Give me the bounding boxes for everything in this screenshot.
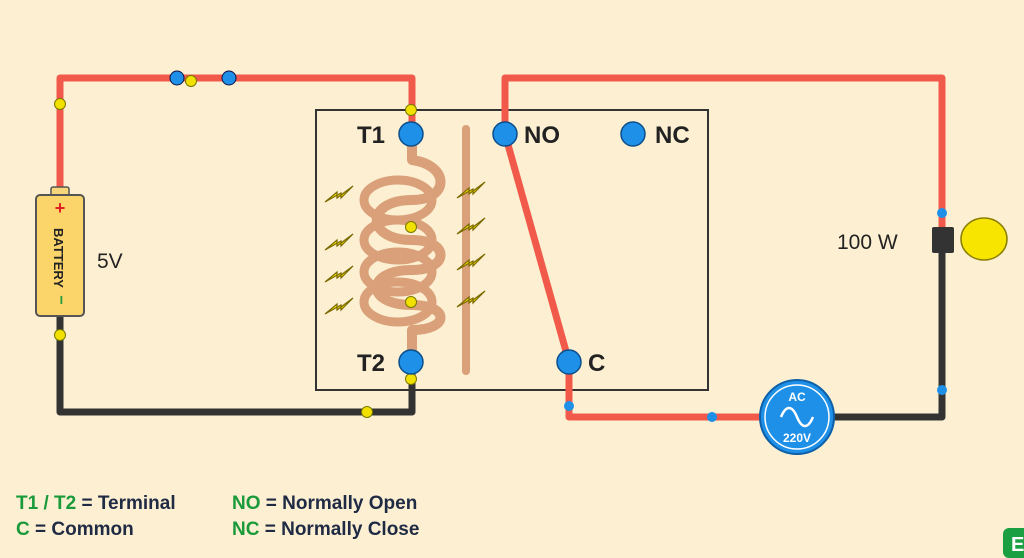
relay-terminals — [398, 121, 646, 375]
load-wire-return — [832, 252, 946, 421]
junction-dot — [405, 373, 417, 385]
ac-source: AC 220V — [759, 379, 835, 455]
load-circuit-wires — [501, 74, 946, 421]
lamp-socket — [932, 227, 954, 253]
coil-winding — [371, 155, 446, 335]
junction-dot — [405, 104, 417, 116]
lamp-power: 100 W — [837, 231, 898, 254]
junction-dot — [54, 98, 66, 110]
legend: T1 / T2 = Terminal C = Common NO = Norma… — [16, 493, 419, 540]
battery-label: BATTERY — [51, 228, 66, 288]
control-wire-negative — [56, 316, 416, 416]
lightning-icon — [324, 297, 354, 315]
iron-core — [462, 125, 470, 375]
lightning-icon — [456, 217, 486, 235]
terminal-c-label: C — [588, 350, 605, 377]
relay-housing — [315, 109, 709, 391]
terminal-t2 — [398, 349, 424, 375]
coil-loop — [359, 247, 437, 297]
lightning-icon — [324, 233, 354, 251]
junction-dot-blue — [937, 385, 947, 395]
lightning-icon — [456, 253, 486, 271]
battery-body — [35, 194, 85, 317]
magnetic-field-bolts — [324, 181, 486, 315]
coil-loop — [359, 277, 437, 327]
switch-dot — [221, 70, 237, 86]
load-wire-no — [501, 74, 946, 228]
ac-source-label: AC — [788, 390, 806, 404]
battery-voltage: 5V — [97, 250, 123, 273]
switch-dot — [169, 70, 185, 86]
junction-dot — [405, 221, 417, 233]
legend-entry: NC = Normally Close — [232, 519, 419, 540]
coil-loop — [359, 215, 437, 265]
terminal-nc-label: NC — [655, 122, 690, 149]
switch-arm — [501, 130, 573, 366]
corner-logo: E — [1003, 528, 1024, 558]
lightning-icon — [456, 290, 486, 308]
junction-dot — [54, 329, 66, 341]
lightning-icon — [324, 185, 354, 203]
load-wire-common — [565, 362, 762, 421]
wire-junctions — [54, 70, 947, 422]
lamp-bulb — [960, 217, 1008, 261]
legend-entry: T1 / T2 = Terminal — [16, 493, 176, 514]
lightning-icon — [456, 181, 486, 199]
terminal-c — [556, 349, 582, 375]
corner-logo-text: E — [1011, 534, 1024, 556]
junction-dot — [361, 406, 373, 418]
ac-source-voltage: 220V — [783, 431, 811, 445]
legend-entry: C = Common — [16, 519, 134, 540]
terminal-t2-label: T2 — [357, 350, 385, 377]
terminal-no — [492, 121, 518, 147]
junction-dot — [185, 75, 197, 87]
lightning-icon — [324, 265, 354, 283]
terminal-t1 — [398, 121, 424, 147]
lamp — [932, 217, 1008, 261]
battery-plus: + — [55, 198, 66, 218]
relay-coil — [359, 125, 470, 375]
terminal-t1-label: T1 — [357, 122, 385, 149]
battery: + BATTERY − — [35, 186, 85, 317]
sine-wave-icon — [779, 406, 815, 428]
junction-dot-blue — [707, 412, 717, 422]
terminal-nc — [620, 121, 646, 147]
battery-minus: − — [52, 295, 69, 304]
junction-dot-blue — [564, 401, 574, 411]
legend-entry: NO = Normally Open — [232, 493, 417, 514]
terminal-no-label: NO — [524, 122, 560, 149]
junction-dot — [405, 296, 417, 308]
junction-dot-blue — [937, 208, 947, 218]
